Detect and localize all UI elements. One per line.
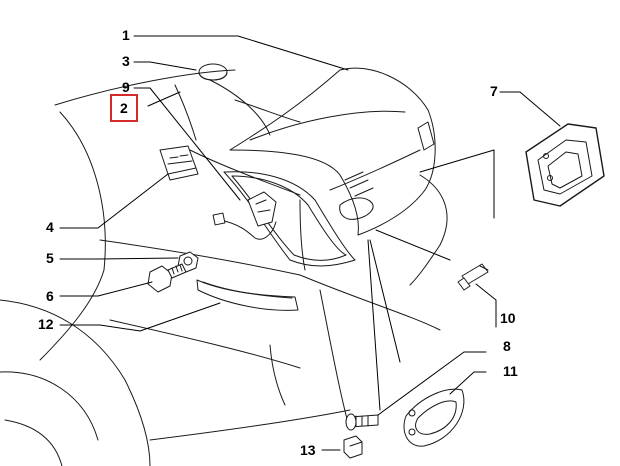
callout-5: 5 (46, 250, 54, 266)
handle-11 (403, 388, 465, 447)
car-body-outline (0, 69, 448, 466)
callout-3: 3 (122, 53, 130, 69)
callout-12: 12 (38, 316, 54, 332)
screw-8 (345, 413, 379, 431)
callout-4: 4 (46, 219, 54, 235)
callout-9: 9 (122, 79, 130, 95)
callout-2-highlighted: 2 (110, 94, 138, 122)
strip-12 (196, 279, 299, 311)
callout-7: 7 (490, 83, 498, 99)
lock-9 (212, 191, 277, 240)
trunk-seal (223, 171, 356, 267)
callout-8: 8 (503, 338, 511, 354)
bracket-4 (159, 145, 199, 181)
callout-13: 13 (300, 442, 316, 458)
leader-lines (59, 35, 561, 451)
callout-6: 6 (46, 288, 54, 304)
trunk-lid (229, 67, 436, 236)
pin-10 (457, 263, 489, 291)
clip-13 (343, 435, 363, 459)
callout-11: 11 (503, 363, 518, 379)
callout-1: 1 (122, 27, 130, 43)
pad-7 (525, 123, 605, 207)
callout-10: 10 (500, 310, 516, 326)
bolt-6 (147, 263, 187, 293)
